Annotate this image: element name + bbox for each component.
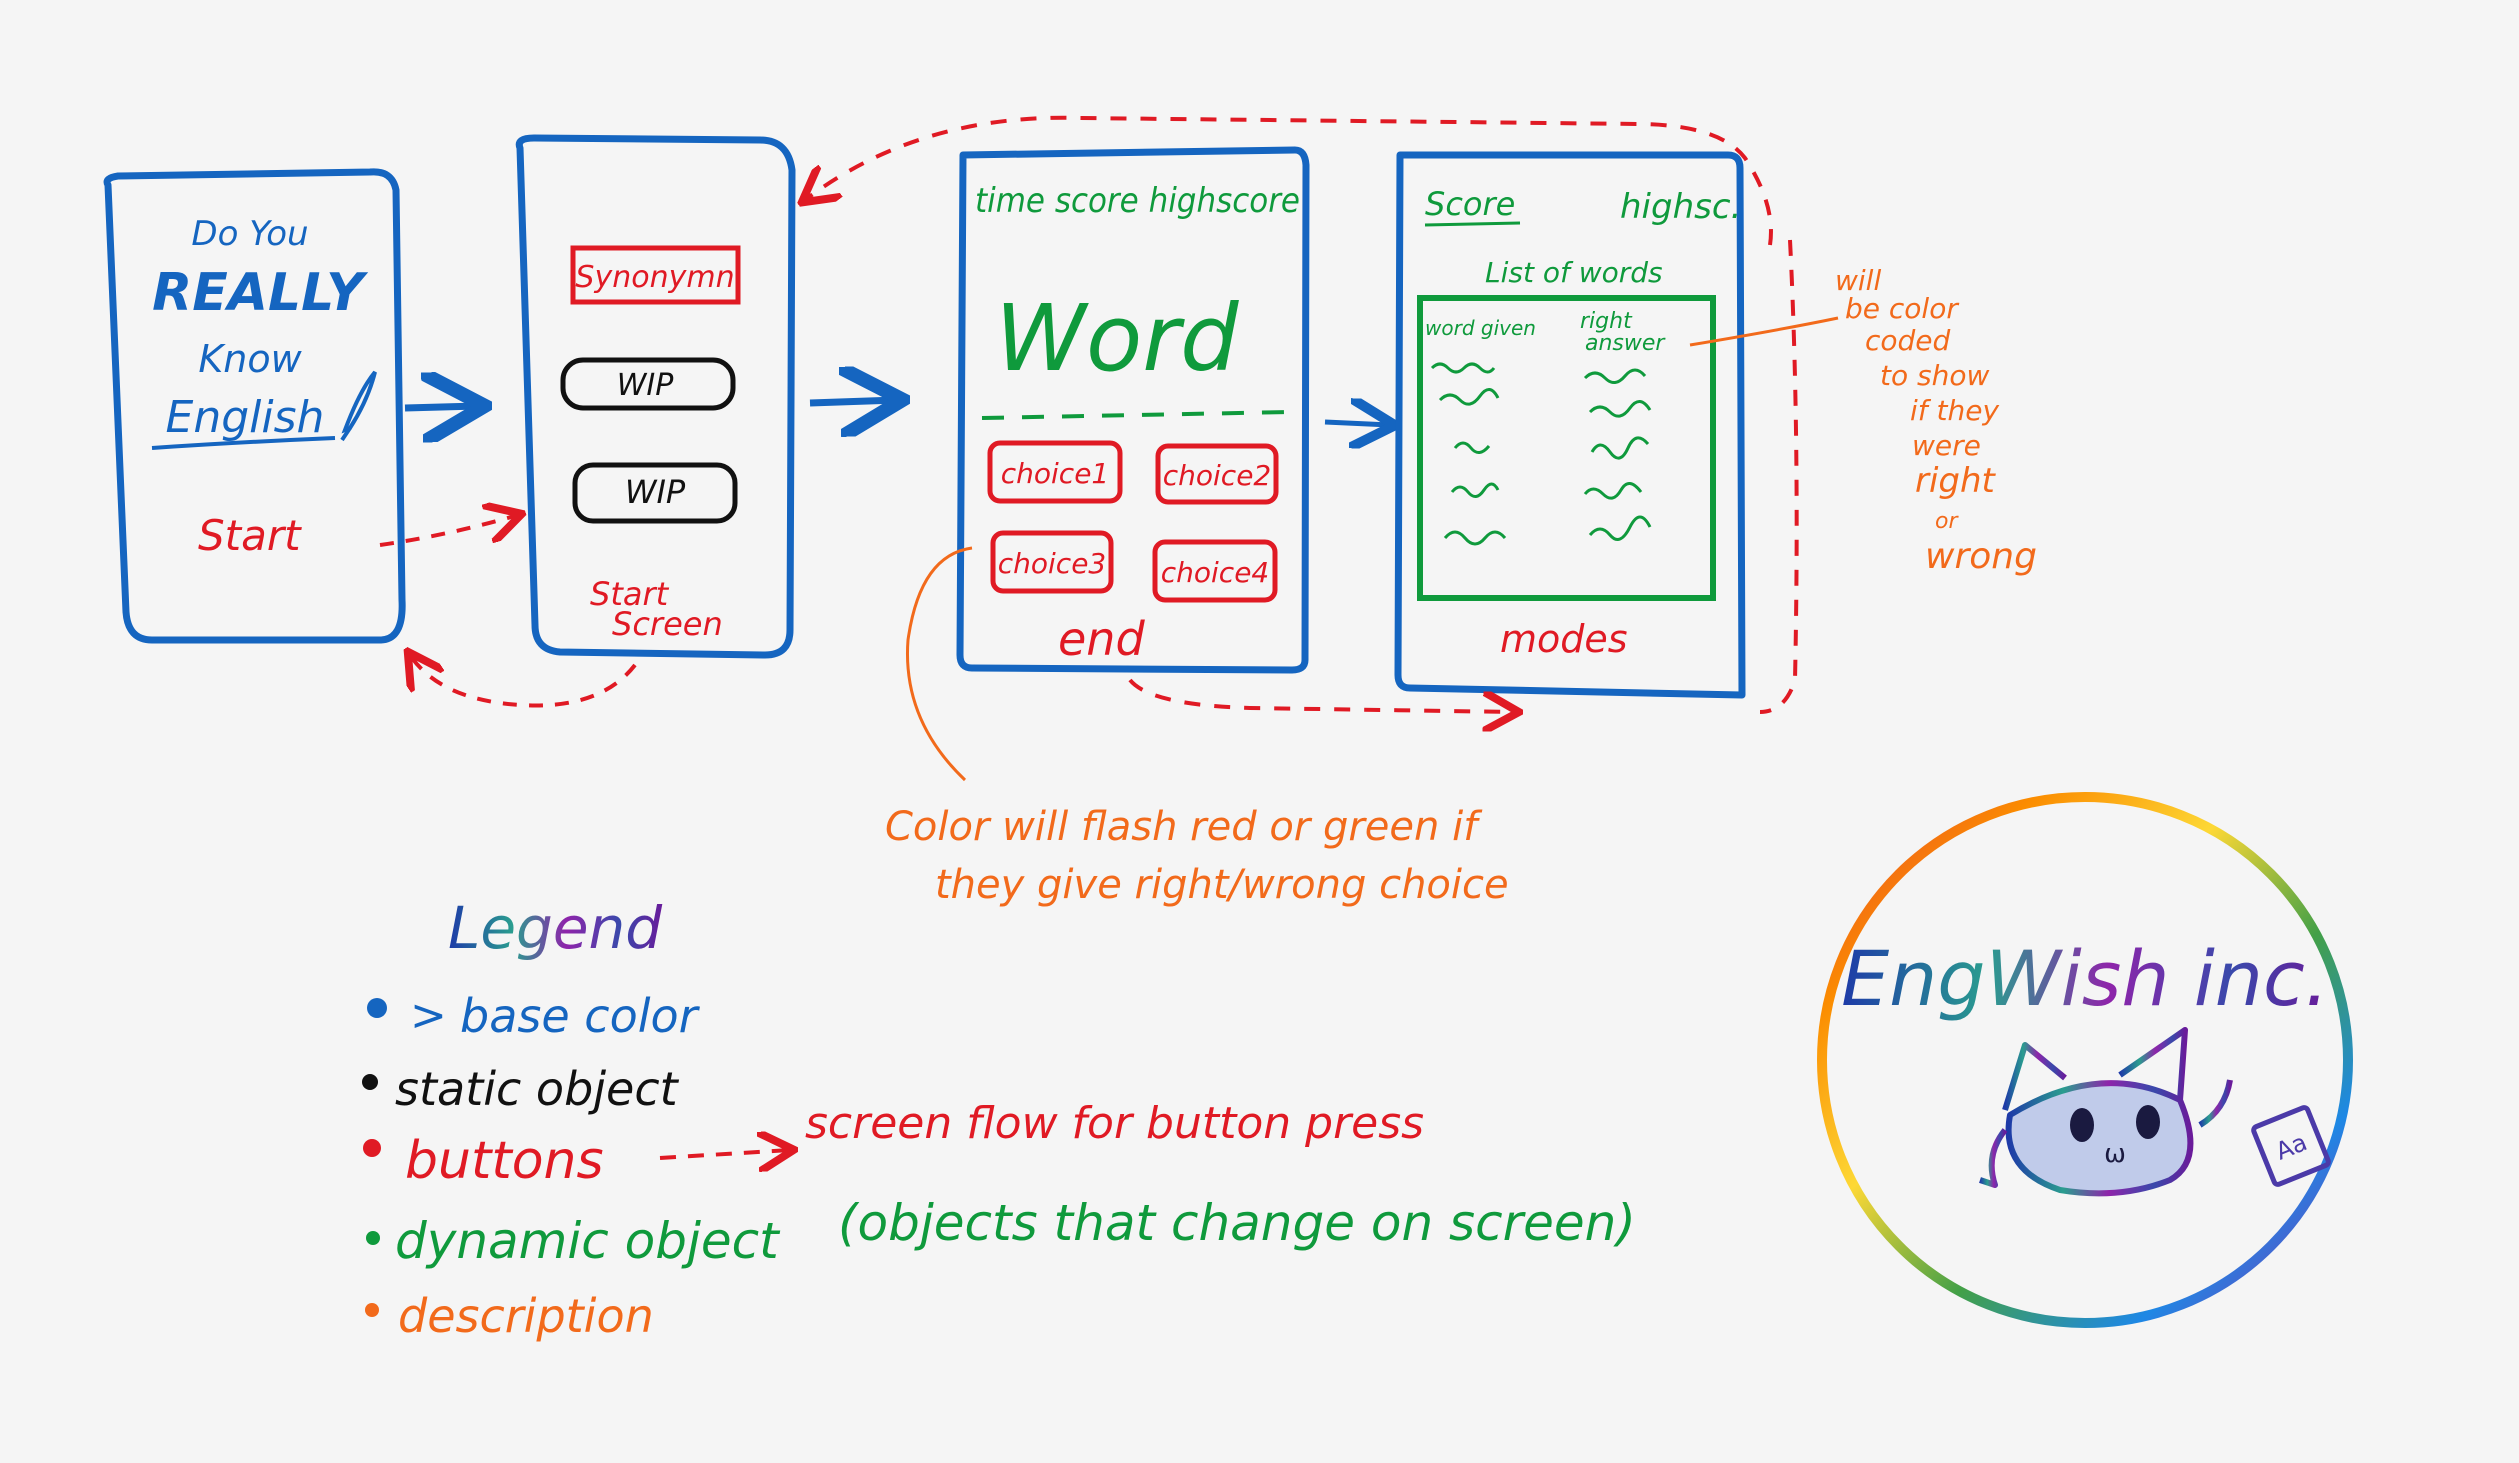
choice-2-button[interactable] — [1155, 443, 1279, 505]
engwish-logo: EngWish inc. ω Aa — [1817, 792, 2353, 1328]
quill-icon — [340, 370, 377, 442]
game-header: time score highscore — [975, 181, 1300, 221]
screen-frame — [103, 168, 406, 644]
title-line-4: English — [166, 392, 325, 443]
logo-ring — [1817, 792, 2353, 1328]
note-line: wrong — [1925, 536, 2037, 577]
note-line: or — [1935, 509, 1959, 534]
legend-flow-arrow — [659, 1150, 790, 1158]
flow-arrow — [809, 400, 896, 403]
legend-label: static object — [395, 1062, 680, 1116]
current-word: Word — [995, 285, 1239, 392]
return-flow-arrow-side — [1759, 239, 1799, 714]
legend-label: buttons — [405, 1131, 604, 1191]
flash-line-2: they give right/wrong choice — [935, 862, 1509, 908]
cat-mouth: ω — [2104, 1139, 2126, 1169]
modes-button[interactable]: modes — [1500, 617, 1628, 661]
legend-dot — [363, 1139, 381, 1157]
screen-frame — [1394, 151, 1746, 699]
screen-game: time score highscore Word choice1 choice… — [956, 146, 1310, 674]
synonym-button-label: Synonymn — [575, 260, 734, 295]
legend: Legend > base color static object button… — [362, 894, 1636, 1343]
flash-connector — [905, 546, 973, 782]
divider — [981, 410, 1291, 420]
screen-results: Score highsc. List of words word given r… — [1394, 151, 1746, 699]
legend-arrow: > — [410, 990, 447, 1041]
wip-button-2-label: WIP — [625, 473, 686, 511]
screen-start: Synonymn WIP WIP Start Screen — [515, 134, 796, 659]
note-line: be color — [1845, 292, 1959, 325]
screen-title: Do You REALLY Know English Start — [103, 168, 406, 644]
legend-label: dynamic object — [395, 1212, 781, 1270]
back-flow-arrow — [410, 655, 637, 708]
note-connector — [1689, 316, 1839, 347]
title-line-3: Know — [198, 337, 302, 381]
score-label: Score — [1425, 185, 1515, 223]
legend-dot — [367, 998, 387, 1018]
legend-dynamic-note: (objects that change on screen) — [838, 1194, 1636, 1252]
flash-note: Color will flash red or green if they gi… — [885, 804, 1509, 908]
note-line: will — [1835, 264, 1881, 297]
note-line: to show — [1880, 359, 1989, 392]
legend-item-base: > base color — [367, 989, 701, 1043]
word-list-squiggles — [1430, 362, 1652, 546]
legend-item-description: description — [365, 1289, 654, 1343]
legend-dot — [366, 1231, 380, 1245]
title-underline — [151, 436, 336, 450]
choice-4-label: choice4 — [1161, 556, 1270, 589]
score-underline — [1424, 221, 1521, 227]
legend-dot — [365, 1303, 379, 1317]
legend-dot — [362, 1074, 378, 1090]
legend-label: description — [398, 1289, 654, 1343]
note-line: coded — [1865, 324, 1951, 357]
word-list-panel — [1417, 295, 1716, 601]
choice-4-button[interactable] — [1152, 539, 1278, 603]
screen-frame — [515, 134, 796, 659]
end-button[interactable]: end — [1058, 612, 1145, 666]
wip-button-2[interactable] — [572, 462, 738, 524]
wip-button-1[interactable] — [560, 357, 736, 411]
note-line: right — [1915, 461, 1997, 501]
choice-1-button[interactable] — [987, 440, 1123, 504]
end-flow-arrow — [1128, 678, 1515, 712]
choice-3-button[interactable] — [990, 530, 1114, 594]
color-code-note: will be color coded to show if they were… — [1835, 264, 2037, 577]
return-flow-arrow — [805, 115, 1773, 246]
choice-3-label: choice3 — [998, 547, 1107, 580]
flash-line-1: Color will flash red or green if — [885, 804, 1483, 850]
highscore-label: highsc. — [1620, 187, 1741, 227]
col-right-line-1: right — [1580, 309, 1633, 334]
start-screen-label-1: Start — [590, 575, 670, 613]
flow-arrow — [1324, 422, 1390, 425]
note-line: were — [1912, 429, 1981, 462]
legend-title: Legend — [448, 894, 663, 962]
note-line: if they — [1910, 394, 1999, 427]
choice-1-label: choice1 — [1001, 457, 1110, 490]
screen-frame — [956, 146, 1310, 674]
flow-arrow — [404, 406, 478, 408]
synonym-button[interactable] — [570, 245, 741, 305]
dictionary-badge: Aa — [2272, 1128, 2311, 1166]
title-line-2: REALLY — [152, 263, 369, 323]
cat-face: ω — [2070, 1105, 2160, 1169]
logo-text: EngWish inc. — [1841, 934, 2329, 1023]
list-title: List of words — [1485, 256, 1663, 289]
start-screen-label-2: Screen — [612, 605, 723, 643]
legend-flow-text: screen flow for button press — [805, 1098, 1424, 1149]
start-link[interactable]: Start — [198, 511, 302, 560]
choice-2-label: choice2 — [1163, 459, 1272, 492]
legend-item-static: static object — [362, 1062, 680, 1116]
legend-item-dynamic: dynamic object (objects that change on s… — [366, 1194, 1636, 1270]
title-line-1: Do You — [191, 214, 308, 254]
wip-button-1-label: WIP — [617, 368, 675, 403]
legend-label: base color — [460, 989, 701, 1043]
col-word-given: word given — [1425, 316, 1536, 340]
col-right-line-2: answer — [1585, 331, 1666, 356]
legend-item-buttons: buttons screen flow for button press — [363, 1098, 1424, 1191]
